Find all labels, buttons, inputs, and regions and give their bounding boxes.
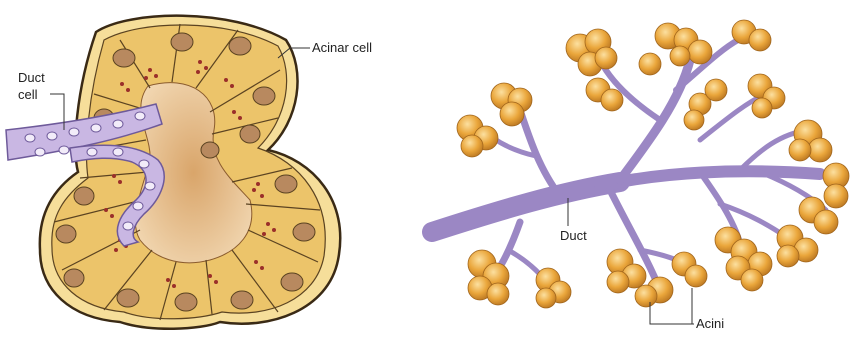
label-duct-cell-line2: cell (18, 87, 38, 102)
duct-tree-illustration: Duct Acini (432, 20, 849, 331)
acini-clusters (457, 20, 849, 308)
label-duct-cell-line1: Duct (18, 70, 45, 85)
acinus-illustration: Duct cell Acinar cell (6, 16, 372, 329)
label-acini: Acini (696, 316, 724, 331)
label-duct: Duct (560, 228, 587, 243)
label-acinar-cell: Acinar cell (312, 40, 372, 55)
